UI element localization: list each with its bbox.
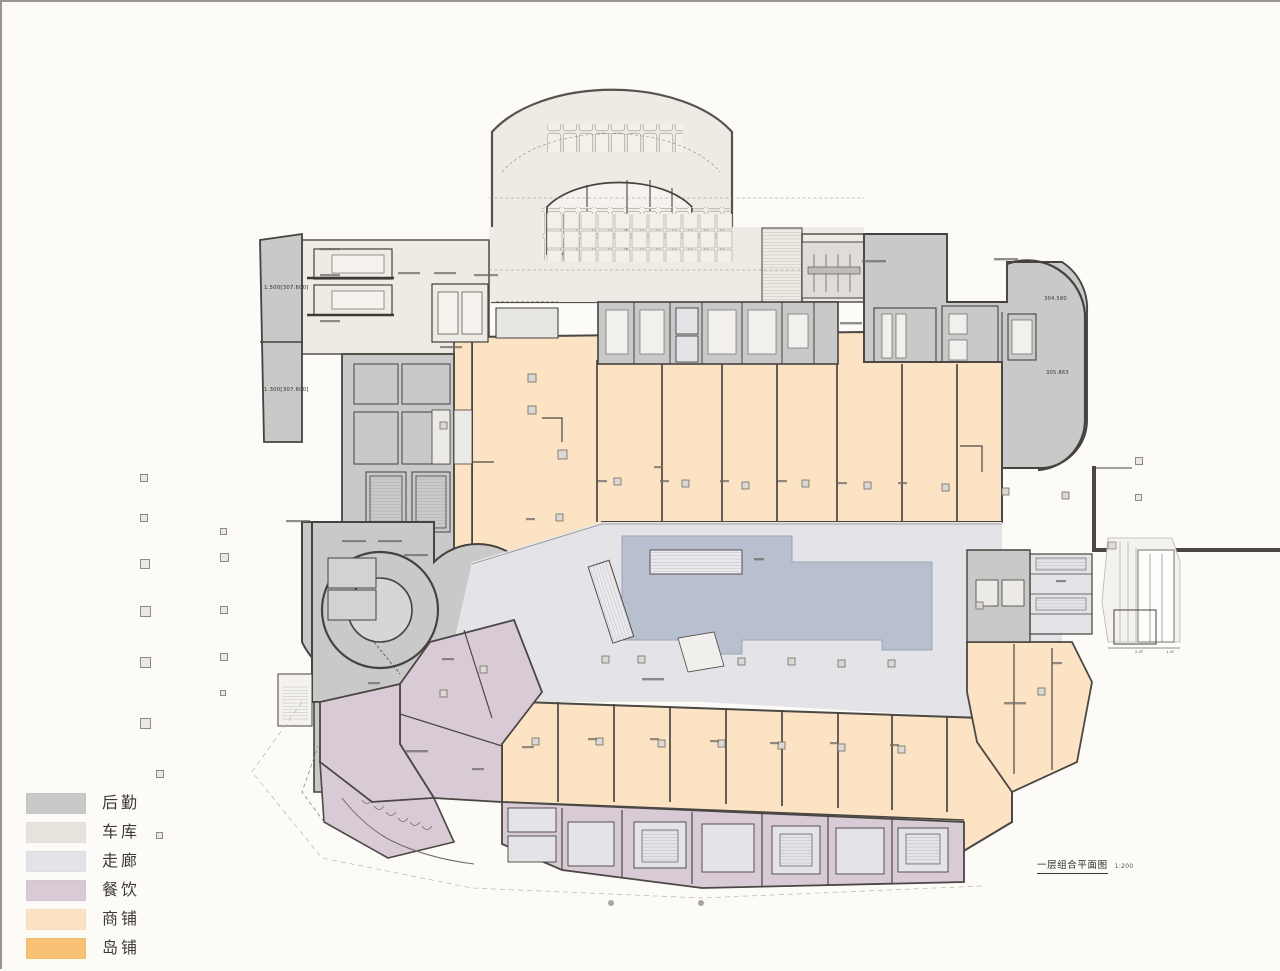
site-boundary-wall-east bbox=[1092, 466, 1280, 552]
elevation-tag-0: 304.580 bbox=[1044, 296, 1067, 302]
legend-item-4[interactable]: 商铺 bbox=[26, 908, 140, 930]
legend-label-3: 餐饮 bbox=[102, 880, 141, 899]
grid-marker-10 bbox=[220, 690, 226, 696]
legend: 后勤车库走廊餐饮商铺岛铺 bbox=[26, 792, 140, 959]
region-back-of-house-east bbox=[863, 233, 1089, 472]
grid-marker-4 bbox=[140, 657, 151, 668]
region-tenant-strip-north bbox=[597, 301, 839, 365]
legend-item-1[interactable]: 车库 bbox=[26, 821, 140, 843]
region-dining-southwest bbox=[319, 618, 544, 859]
dimension-tag-0: 1.500[307.600] bbox=[264, 285, 309, 291]
grid-marker-2 bbox=[140, 559, 150, 569]
legend-label-1: 车库 bbox=[102, 822, 141, 841]
title-block: 一层组合平面图 1:200 bbox=[1037, 857, 1134, 874]
region-retail-southeast bbox=[966, 549, 1093, 794]
legend-label-5: 岛铺 bbox=[102, 938, 141, 957]
micro-annotations bbox=[286, 248, 1066, 771]
alignment-dot-0 bbox=[608, 900, 614, 906]
grid-marker-6 bbox=[220, 528, 227, 535]
structural-columns bbox=[439, 373, 1070, 754]
detail-label-1: 1-1F bbox=[1166, 650, 1175, 654]
region-garage bbox=[259, 88, 948, 443]
site-landscape-edge bbox=[251, 701, 983, 899]
legend-label-4: 商铺 bbox=[102, 909, 141, 928]
grid-marker-8 bbox=[220, 606, 228, 614]
legend-swatch-1 bbox=[26, 821, 86, 843]
grid-marker-7 bbox=[220, 553, 229, 562]
grid-marker-9 bbox=[220, 653, 228, 661]
region-northwest-entry bbox=[431, 283, 559, 343]
grid-marker-0 bbox=[140, 474, 148, 482]
legend-label-2: 走廊 bbox=[102, 851, 141, 870]
grid-marker-1 bbox=[140, 514, 148, 522]
grid-marker-13 bbox=[1135, 457, 1143, 465]
legend-item-2[interactable]: 走廊 bbox=[26, 850, 140, 872]
grid-marker-5 bbox=[140, 718, 151, 729]
legend-item-0[interactable]: 后勤 bbox=[26, 792, 140, 814]
detail-label-0: 2-2F bbox=[1135, 650, 1144, 654]
grid-marker-11 bbox=[156, 770, 164, 778]
detail-section-diagram bbox=[1101, 537, 1181, 649]
region-atrium bbox=[587, 535, 933, 673]
legend-swatch-2 bbox=[26, 850, 86, 872]
grid-marker-3 bbox=[140, 606, 151, 617]
drawing-title: 一层组合平面图 bbox=[1037, 857, 1108, 874]
legend-swatch-4 bbox=[26, 908, 86, 930]
legend-swatch-0 bbox=[26, 792, 86, 814]
grid-marker-14 bbox=[1135, 494, 1142, 501]
legend-item-5[interactable]: 岛铺 bbox=[26, 937, 140, 959]
drawing-scale: 1:200 bbox=[1114, 863, 1134, 870]
legend-swatch-5 bbox=[26, 937, 86, 959]
elevation-tag-1: 305.863 bbox=[1046, 370, 1069, 376]
grid-marker-12 bbox=[156, 832, 163, 839]
alignment-dot-1 bbox=[698, 900, 704, 906]
legend-swatch-3 bbox=[26, 879, 86, 901]
region-dining-south bbox=[501, 801, 965, 889]
dimension-tag-1: 1.300[307.600] bbox=[264, 387, 309, 393]
legend-label-0: 后勤 bbox=[102, 793, 141, 812]
legend-item-3[interactable]: 餐饮 bbox=[26, 879, 140, 901]
